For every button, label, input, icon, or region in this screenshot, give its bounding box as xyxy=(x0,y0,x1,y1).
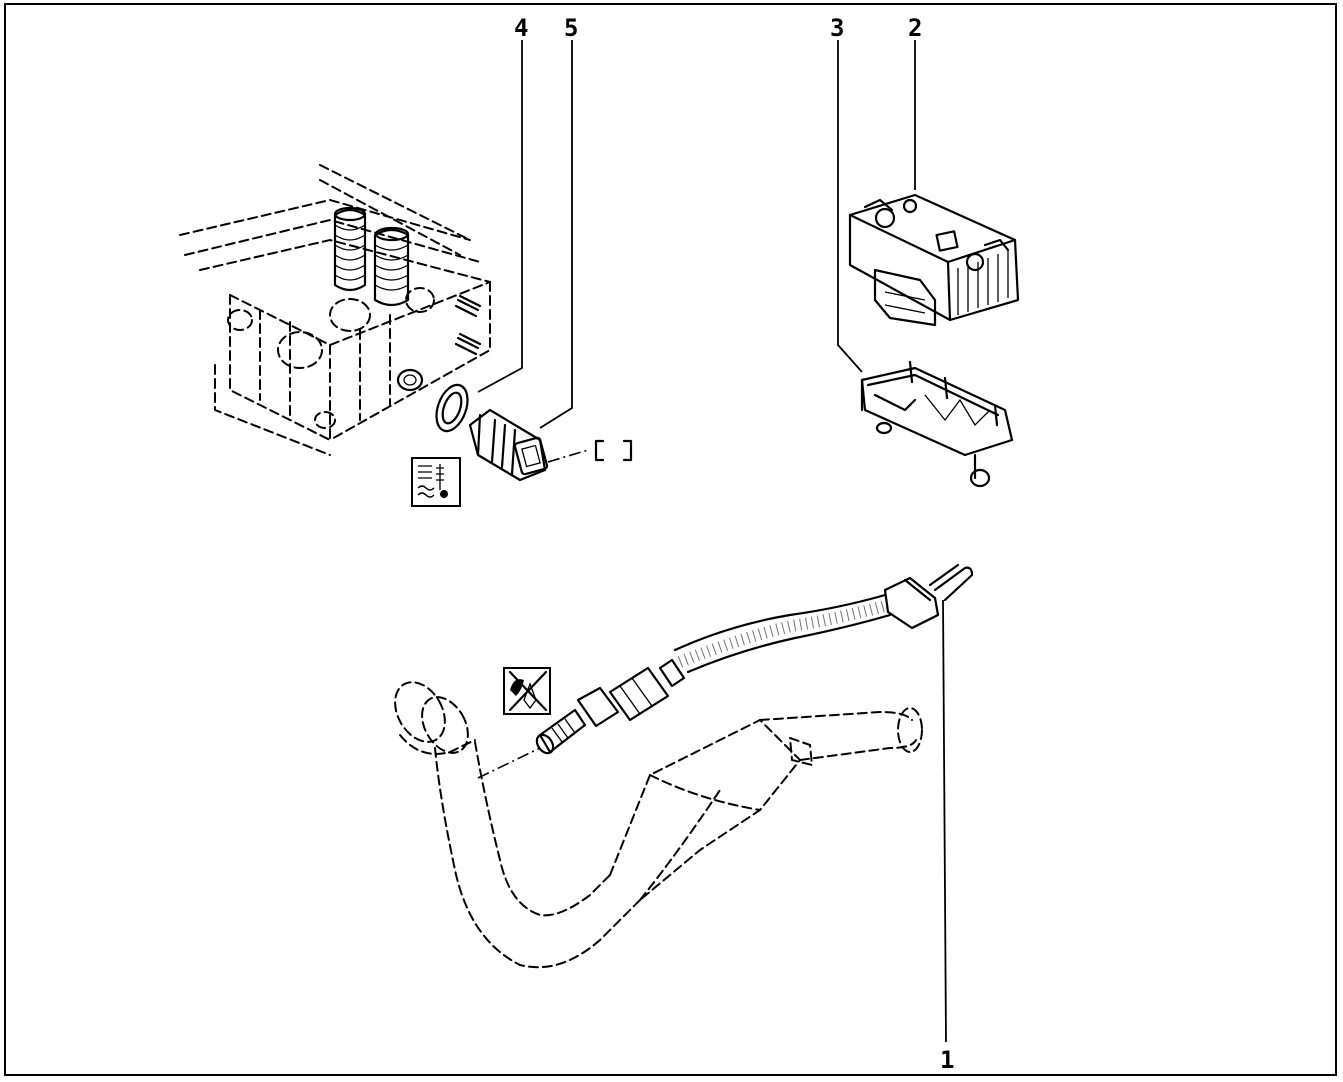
callout-4-label: 4 xyxy=(514,14,529,42)
leader-line-1 xyxy=(942,599,947,1043)
leader-line-5 xyxy=(539,40,573,429)
exhaust-pipe-catalyst xyxy=(394,681,923,969)
callout-5-label: 5 xyxy=(564,14,579,42)
diagram-frame xyxy=(4,3,1337,1076)
mounting-bracket-part xyxy=(860,360,1014,488)
oxygen-sensor-part xyxy=(535,563,974,755)
coolant-temperature-symbol-icon xyxy=(411,457,461,507)
control-module-part xyxy=(848,193,1020,327)
sensor-fitting-line xyxy=(477,747,541,779)
sealing-washer-part xyxy=(435,383,469,433)
engine-block xyxy=(179,164,491,456)
leader-line-3 xyxy=(837,40,863,373)
connector-link-line xyxy=(547,449,589,463)
connector-reference-bracket-icon xyxy=(594,439,633,462)
leader-line-4 xyxy=(477,40,523,393)
coolant-temperature-sensor-part xyxy=(468,408,549,482)
callout-3-label: 3 xyxy=(830,14,845,42)
no-grease-symbol-icon xyxy=(503,667,551,715)
callout-2-label: 2 xyxy=(908,14,923,42)
callout-1-label: 1 xyxy=(940,1046,955,1074)
